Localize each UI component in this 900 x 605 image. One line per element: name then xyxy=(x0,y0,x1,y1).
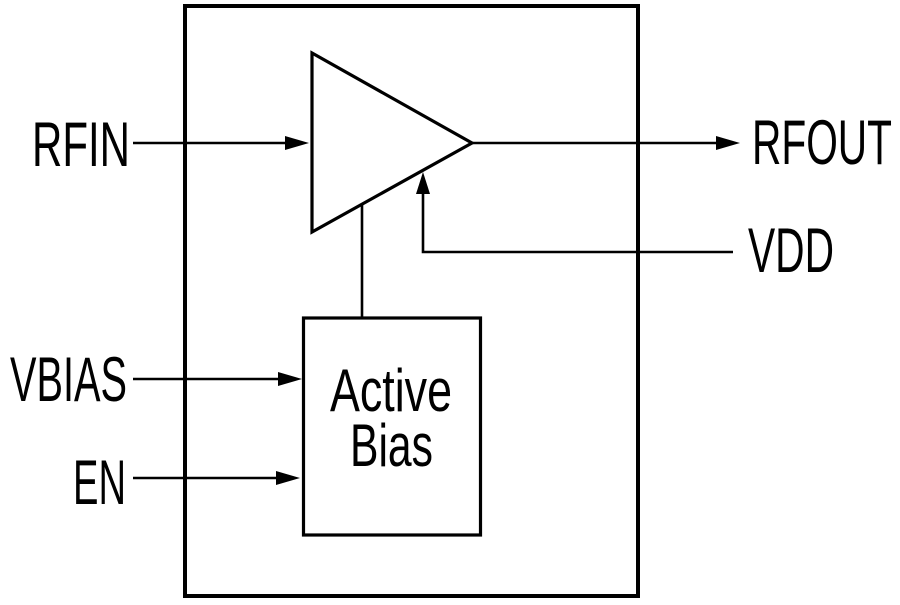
en-label: EN xyxy=(73,448,126,518)
vbias-label: VBIAS xyxy=(10,345,127,415)
rfout-arrowhead-icon xyxy=(716,136,740,150)
active-bias-label-line2: Bias xyxy=(350,412,433,479)
en-arrowhead-icon xyxy=(276,471,300,485)
vbias-arrowhead-icon xyxy=(278,372,302,386)
active-bias-block xyxy=(301,316,483,537)
vdd-arrowhead-icon xyxy=(416,172,430,194)
amplifier-triangle xyxy=(310,50,476,235)
chip-boundary-rect xyxy=(183,4,640,598)
rfin-label: RFIN xyxy=(32,110,130,180)
vdd-wire xyxy=(421,192,733,254)
vdd-label: VDD xyxy=(748,216,834,286)
rfout-label: RFOUT xyxy=(752,108,892,178)
active-bias-label-line1: Active xyxy=(330,357,452,424)
rfin-arrowhead-icon xyxy=(285,136,309,150)
